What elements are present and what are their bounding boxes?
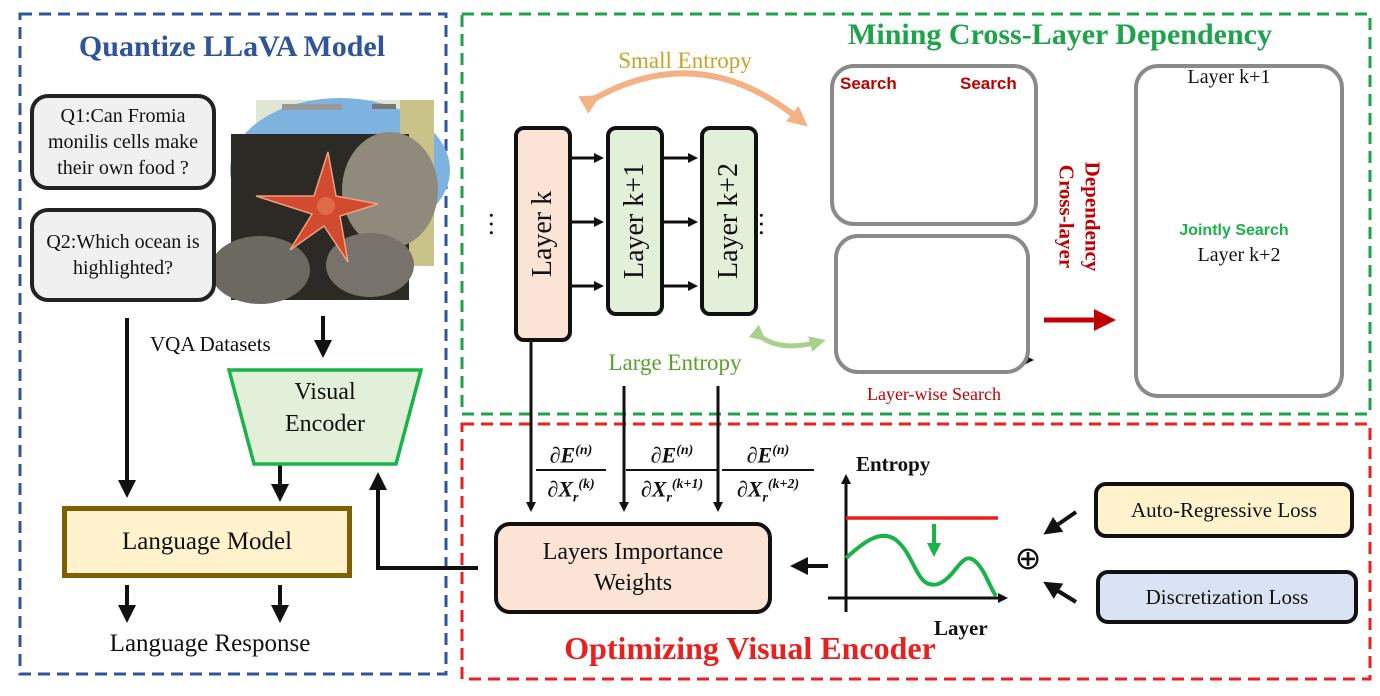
search-panel bbox=[830, 64, 1038, 226]
layer-axis-label: Layer bbox=[934, 616, 988, 640]
layer-k1-plot-label: Layer k+1 bbox=[1187, 66, 1271, 88]
cross-layer-line2: Dependency bbox=[1080, 161, 1105, 272]
layer-wise-search-label: Layer-wise Search bbox=[866, 384, 1002, 404]
language-response-label: Language Response bbox=[109, 630, 311, 657]
layer-k1-box: Layer k+1 bbox=[606, 126, 664, 316]
gradient-k1: ∂E(n) ∂Xr(k+1) bbox=[626, 438, 718, 512]
gradient-k: ∂E(n) ∂Xr(k) bbox=[536, 438, 606, 512]
layer-k2-plot-label: Layer k+2 bbox=[1197, 244, 1281, 266]
importance-weights-label: Layers Importance Weights bbox=[542, 538, 724, 596]
language-model-box: Language Model bbox=[62, 506, 352, 578]
language-model-label: Language Model bbox=[121, 528, 293, 555]
bottom-right-title: Optimizing Visual Encoder bbox=[564, 630, 936, 666]
layer-k1-label: Layer k+1 bbox=[619, 162, 651, 280]
auto-regressive-loss-box: Auto-Regressive Loss bbox=[1094, 482, 1354, 538]
layer-k-label: Layer k bbox=[527, 190, 559, 278]
importance-weights-box: Layers Importance Weights bbox=[494, 522, 772, 614]
layer-k2-label: Layer k+2 bbox=[713, 162, 745, 280]
starfish-photo bbox=[210, 132, 438, 304]
discretization-loss-box: Discretization Loss bbox=[1096, 570, 1358, 624]
bottom-right-frame bbox=[460, 422, 1372, 681]
entropy-axis-label: Entropy bbox=[856, 452, 931, 476]
visual-encoder-label: Visual Encoder bbox=[285, 379, 365, 437]
oplus-icon: ⊕ bbox=[1014, 539, 1042, 577]
ellipsis-left: … bbox=[484, 211, 513, 237]
question-2-box: Q2:Which ocean is highlighted? bbox=[30, 208, 216, 302]
left-panel-title: Quantize LLaVA Model bbox=[78, 30, 386, 63]
joint-search-panel bbox=[1134, 64, 1344, 398]
jointly-search-label: Jointly Search bbox=[1179, 222, 1289, 239]
gradient-k2: ∂E(n) ∂Xr(k+2) bbox=[722, 438, 814, 512]
entropy-plot bbox=[828, 474, 1008, 612]
cross-layer-line1: Cross-layer bbox=[1054, 164, 1079, 269]
vqa-datasets-label: VQA Datasets bbox=[150, 332, 271, 356]
visual-encoder-shape bbox=[226, 368, 424, 466]
search-left-label: Search bbox=[840, 74, 897, 93]
layer-wise-panel bbox=[834, 234, 1030, 374]
search-right-label: Search bbox=[960, 74, 1017, 93]
layer-k-box: Layer k bbox=[514, 126, 572, 342]
large-entropy-label: Large Entropy bbox=[608, 350, 742, 375]
question-1-box: Q1:Can Fromia monilis cells make their o… bbox=[30, 94, 216, 190]
top-right-title: Mining Cross-Layer Dependency bbox=[848, 18, 1272, 51]
left-frame bbox=[18, 12, 448, 676]
layer-k2-box: Layer k+2 bbox=[700, 126, 758, 316]
cross-layer-dependency-label: Cross-layer Dependency bbox=[1040, 140, 1140, 300]
top-right-frame bbox=[460, 12, 1372, 416]
small-entropy-label: Small Entropy bbox=[618, 48, 752, 73]
